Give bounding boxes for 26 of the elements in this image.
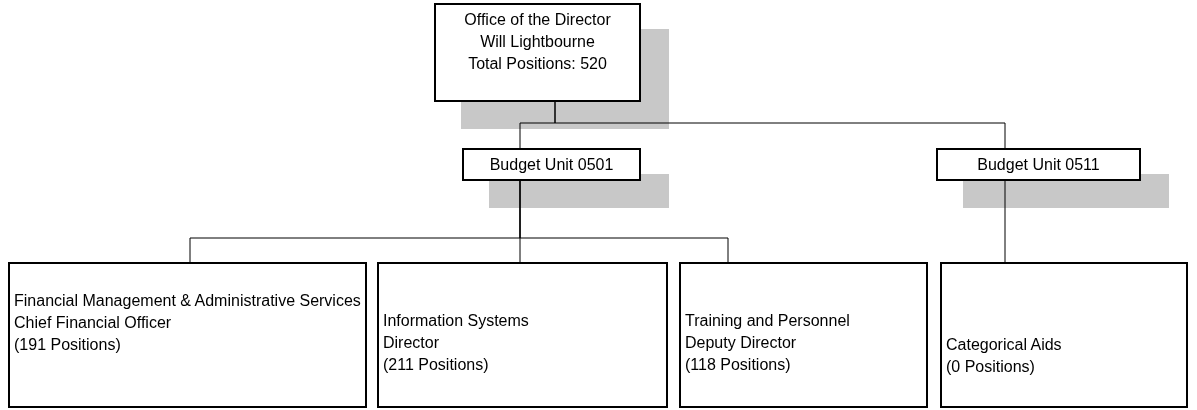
org-box xyxy=(679,262,928,408)
box-text: Categorical Aids xyxy=(946,335,1062,355)
box-text: (191 Positions) xyxy=(14,335,121,355)
org-box xyxy=(936,148,1141,181)
connector-line xyxy=(1004,180,1006,263)
box-text: (211 Positions) xyxy=(383,355,489,375)
box-text: (0 Positions) xyxy=(946,357,1035,377)
org-box xyxy=(434,3,641,102)
box-text: Director xyxy=(383,333,439,353)
box-text: Financial Management & Administrative Services xyxy=(14,291,361,311)
connector-line xyxy=(519,180,729,263)
box-text: Total Positions: 520 xyxy=(468,54,607,74)
box-text: Training and Personnel xyxy=(685,311,850,331)
org-box xyxy=(462,148,641,181)
org-box xyxy=(940,262,1188,408)
connector-line xyxy=(554,101,1006,149)
box-text: Deputy Director xyxy=(685,333,797,353)
box-text: Information Systems xyxy=(383,311,529,331)
box-text: Budget Unit 0511 xyxy=(977,155,1100,175)
org-box xyxy=(377,262,668,408)
box-text: Budget Unit 0501 xyxy=(489,155,614,175)
box-text: Will Lightbourne xyxy=(480,32,595,52)
box-text: Office of the Director xyxy=(464,10,611,30)
box-text: Chief Financial Officer xyxy=(14,313,172,333)
org-box xyxy=(8,262,367,408)
box-text: (118 Positions) xyxy=(685,355,791,375)
